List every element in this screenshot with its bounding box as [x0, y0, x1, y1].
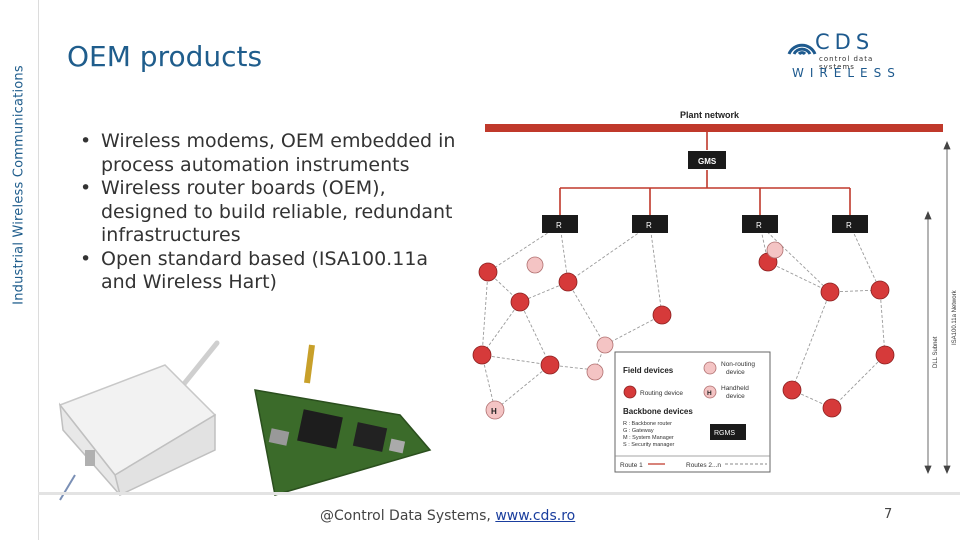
router-box — [742, 215, 778, 233]
legend-rgms: RGMS — [714, 430, 735, 437]
dll-subnet-label: DLL Subnet — [933, 336, 939, 368]
router-box — [832, 215, 868, 233]
router-label: R — [846, 221, 852, 230]
bullet-item: Open standard based (ISA100.11a and Wire… — [78, 248, 468, 295]
footer-credit: @Control Data Systems, www.cds.ro — [320, 508, 575, 524]
legend-code: S : Security manager — [623, 442, 675, 448]
logo-wireless: WIRELESS — [792, 66, 901, 80]
side-band: Industrial Wireless Communications — [0, 0, 39, 540]
legend-handheld-1: Handheld — [721, 385, 749, 392]
legend-code: R : Backbone router — [623, 421, 672, 427]
bullet-item: Wireless router boards (OEM), designed t… — [78, 177, 468, 248]
bullet-list: Wireless modems, OEM embedded in process… — [78, 130, 468, 295]
backbone-links — [559, 132, 851, 215]
routing-devices — [472, 252, 895, 418]
product-photos — [58, 340, 432, 501]
scale-arrows — [924, 140, 951, 475]
router-label: R — [646, 221, 652, 230]
non-routing-devices — [526, 241, 784, 381]
footer-divider — [38, 492, 960, 495]
backbone-routers: R R R R — [542, 215, 868, 233]
bullet-item: Wireless modems, OEM embedded in process… — [78, 130, 468, 177]
gms-label: GMS — [698, 157, 717, 166]
footer-link[interactable]: www.cds.ro — [495, 508, 576, 524]
legend-route2: Routes 2...n — [686, 462, 721, 469]
handheld-device: H — [485, 400, 505, 420]
company-logo: CDS control data systems WIRELESS — [785, 30, 895, 82]
legend-box: Field devices Non-routing device Routing… — [614, 351, 771, 473]
plant-network-label: Plant network — [680, 110, 740, 120]
legend-handheld-2: device — [726, 393, 745, 400]
router-box — [632, 215, 668, 233]
isa-network-label: ISA100.11a Network — [952, 289, 958, 345]
legend-field-devices: Field devices — [623, 366, 674, 375]
side-label: Industrial Wireless Communications — [11, 65, 27, 305]
legend-code: G : Gateway — [623, 428, 654, 434]
slide-title: OEM products — [67, 40, 263, 73]
plant-network-bar — [485, 124, 943, 132]
legend-route1: Route 1 — [620, 462, 643, 469]
legend-handheld-icon: H — [707, 390, 712, 397]
legend-non-routing-2: device — [726, 369, 745, 376]
legend-non-routing-1: Non-routing — [721, 361, 755, 368]
logo-subtitle: control data systems — [819, 55, 874, 71]
logo-brand: CDS — [815, 30, 875, 54]
legend-backbone-devices: Backbone devices — [623, 407, 693, 416]
legend-code: M : System Manager — [623, 435, 674, 441]
handheld-label: H — [491, 407, 497, 416]
wireless-modem-image — [58, 340, 220, 501]
footer-prefix: @Control Data Systems, — [320, 508, 496, 524]
wifi-waves-icon — [787, 43, 817, 56]
legend-routing-device: Routing device — [640, 390, 683, 397]
page-number: 7 — [884, 507, 893, 522]
router-box — [542, 215, 578, 233]
network-diagram: Plant network GMS R R R R H Fi — [472, 110, 958, 475]
router-label: R — [556, 221, 562, 230]
gms-box — [688, 151, 726, 169]
router-label: R — [756, 221, 762, 230]
router-board-image — [254, 344, 432, 496]
